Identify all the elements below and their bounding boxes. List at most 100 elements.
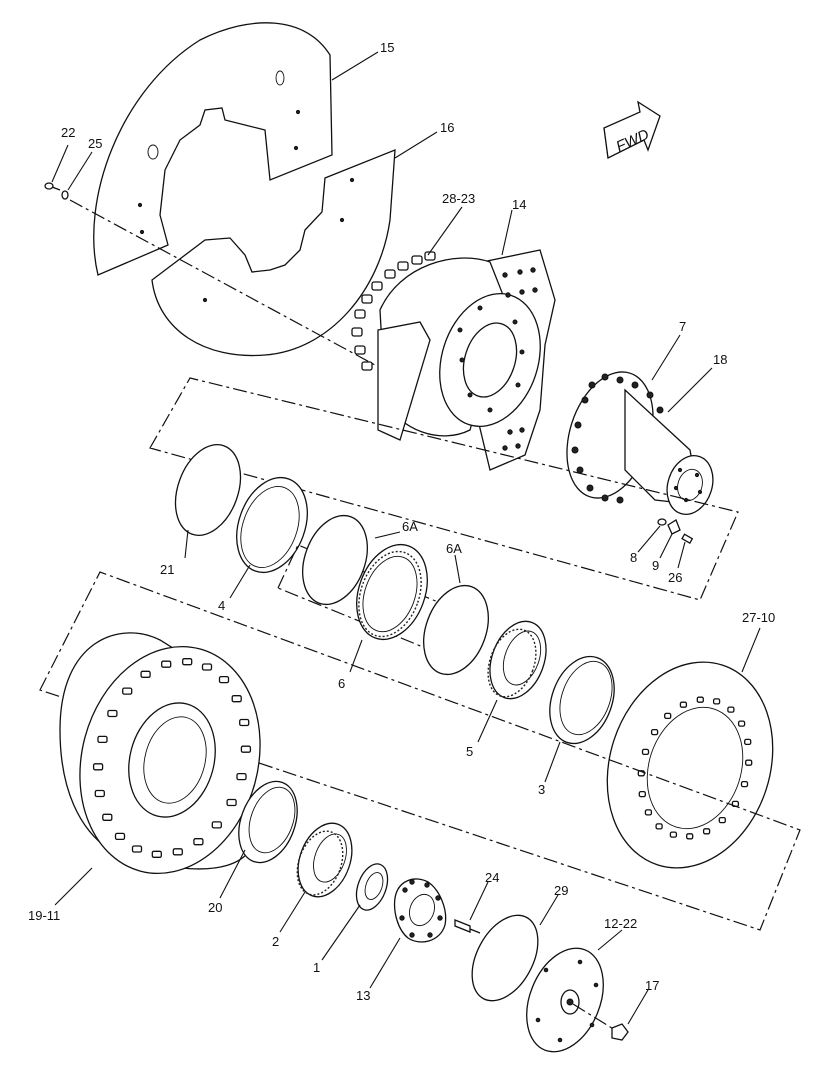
callout-6a-1: 6A (402, 519, 418, 534)
callout-14: 14 (512, 197, 526, 212)
seal-ring-6a-front (302, 514, 368, 606)
disc-bolt (718, 816, 726, 824)
hub-stud (193, 838, 204, 846)
disc-bolt (696, 696, 704, 703)
hub-stud (218, 675, 230, 684)
hub-stud (140, 670, 151, 678)
callout-4: 4 (218, 598, 225, 613)
bearing-cone-2 (296, 822, 353, 898)
callout-13: 13 (356, 988, 370, 1003)
seal-ring-6a-back (423, 584, 489, 676)
disc-bolt (679, 701, 688, 708)
callout-16: 16 (440, 120, 454, 135)
shield-plate-15 (93, 22, 333, 276)
callout-3: 3 (538, 782, 545, 797)
housing-bolts-28 (351, 251, 436, 371)
callout-7: 7 (679, 319, 686, 334)
disc-bolt (655, 823, 663, 830)
hub-stud (236, 772, 247, 781)
callout-22: 22 (61, 125, 75, 140)
spindle-7 (566, 371, 714, 515)
disc-bolt (744, 738, 752, 746)
seal-4 (236, 476, 308, 574)
leader-lines (51, 51, 761, 1025)
callout-21: 21 (160, 562, 174, 577)
cover-12 (526, 947, 616, 1053)
carrier-13 (393, 878, 447, 943)
callout-26: 26 (668, 570, 682, 585)
hub-stud (226, 798, 237, 807)
o-ring-21 (174, 444, 242, 536)
disc-bolt (664, 712, 672, 720)
bearing-cup-20 (238, 780, 298, 864)
hub-stud (97, 735, 108, 744)
callout-19-11: 19-11 (28, 908, 60, 923)
callout-5: 5 (466, 744, 473, 759)
upper-axis-line (69, 199, 413, 386)
hub-stud (182, 658, 193, 666)
hub-stud (92, 763, 104, 771)
hub-stud (161, 660, 172, 668)
callout-24: 24 (485, 870, 499, 885)
disc-bolt-ring (637, 696, 753, 840)
callout-27-10: 27-10 (742, 610, 775, 625)
callout-6: 6 (338, 676, 345, 691)
wheel-hub-19 (59, 632, 261, 875)
callout-29: 29 (554, 883, 568, 898)
callout-8: 8 (630, 550, 637, 565)
hub-stud (240, 745, 252, 753)
shield-plate-16 (151, 149, 396, 357)
duo-cone-seal-6 (356, 543, 428, 641)
callout-18: 18 (713, 352, 727, 367)
bolt-24 (454, 919, 481, 934)
hub-stud (201, 663, 213, 671)
fwd-direction-arrow: FWD (603, 100, 661, 159)
callout-17: 17 (645, 978, 659, 993)
hub-stud (239, 718, 250, 727)
final-drive-housing-14 (351, 249, 556, 471)
hub-stud (94, 789, 105, 798)
hub-stud (102, 813, 113, 821)
hub-stud (107, 709, 118, 718)
disc-bolt (638, 790, 646, 798)
hub-stud (114, 832, 126, 841)
group-box-lower (39, 571, 801, 931)
cover-axis-line (572, 1003, 616, 1031)
small-parts-8-9-26 (657, 518, 694, 544)
callout-20: 20 (208, 900, 222, 915)
disc-bolt (669, 831, 678, 838)
hub-stud (231, 695, 242, 703)
callout-9: 9 (652, 558, 659, 573)
disc-bolt (712, 698, 721, 705)
callout-1: 1 (313, 960, 320, 975)
hub-stud (131, 845, 143, 853)
washer-25 (61, 190, 69, 200)
disc-bolt (727, 706, 735, 713)
disc-bolt (737, 720, 746, 727)
disc-bolt (650, 728, 659, 736)
callout-12-22: 12-22 (604, 916, 637, 931)
callout-2: 2 (272, 934, 279, 949)
callout-28-23: 28-23 (442, 191, 475, 206)
disc-bolt (644, 809, 653, 816)
group-box-upper (149, 377, 739, 601)
disc-bolt (745, 759, 753, 766)
hub-stud (122, 687, 133, 695)
retainer-plate-1 (355, 863, 389, 911)
hub-stud (172, 848, 183, 856)
callout-6a-2: 6A (446, 541, 462, 556)
bearing-cup-3 (549, 655, 615, 745)
hub-stud (151, 850, 162, 858)
callout-15: 15 (380, 40, 394, 55)
disc-bolt (641, 748, 650, 756)
bearing-cone-5 (487, 620, 547, 700)
disc-bolt (686, 833, 694, 840)
disc-bolt (740, 780, 749, 788)
disc-bolt (702, 828, 711, 835)
brake-disc-27 (606, 661, 774, 869)
hub-stud-ring (92, 658, 252, 858)
o-ring-29 (471, 914, 539, 1002)
bolt-22 (44, 182, 61, 191)
hub-stud (211, 821, 222, 829)
